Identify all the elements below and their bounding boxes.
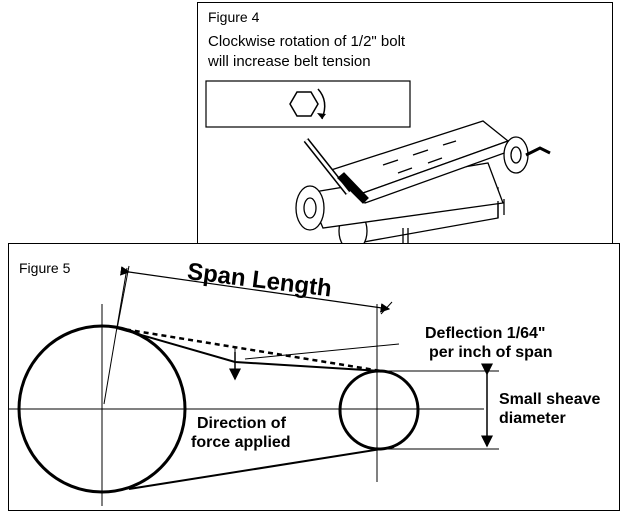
- span-extension-left-inner: [103, 267, 128, 405]
- deflection-label: Deflection 1/64" per inch of span: [425, 324, 553, 362]
- sheave-diameter-label: Small sheave diameter: [499, 390, 600, 428]
- clockwise-arrowhead-icon: [317, 113, 326, 119]
- hex-bolt-icon: [289, 91, 319, 117]
- deflection-line-2: per inch of span: [429, 344, 553, 361]
- figure-4-title: Figure 4: [208, 9, 260, 25]
- span-length-arrow: [120, 266, 391, 313]
- figure-4-caption-line-2: will increase belt tension: [208, 53, 371, 70]
- figure-4-caption-line-1: Clockwise rotation of 1/2" bolt: [208, 33, 406, 50]
- span-extension-left: [116, 265, 130, 330]
- figure-5-panel: Figure 5 Span Length: [8, 243, 620, 511]
- small-sheave: [338, 369, 420, 451]
- figure-5-title: Figure 5: [19, 260, 71, 276]
- deflection-leader: [244, 343, 400, 360]
- direction-line-1: Direction of: [197, 415, 286, 432]
- span-extension-right: [380, 301, 393, 315]
- sheave-line-2: diameter: [499, 410, 566, 427]
- motor-assembly-illustration: [295, 120, 551, 250]
- figure-4-panel: Figure 4 Clockwise rotation of 1/2" bolt…: [197, 2, 613, 250]
- belt-tension-diagram: [9, 265, 499, 506]
- direction-label: Direction of force applied: [191, 414, 291, 452]
- figure-4-drawing: [205, 80, 551, 250]
- sheave-line-1: Small sheave: [499, 391, 601, 408]
- deflection-line-1: Deflection 1/64": [425, 325, 546, 342]
- belt-lower: [128, 446, 395, 490]
- direction-line-2: force applied: [191, 434, 291, 451]
